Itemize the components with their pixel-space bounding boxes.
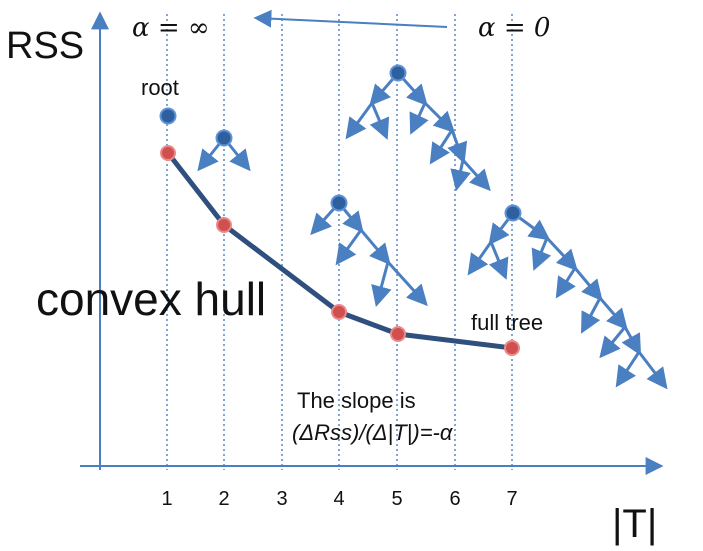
- tree-edge: [545, 236, 578, 272]
- y-axis-label: RSS: [6, 25, 84, 67]
- x-axis-label: |T|: [612, 502, 657, 546]
- convex-hull-label: convex hull: [36, 273, 266, 325]
- tree-edge: [386, 260, 428, 307]
- hull-point: [331, 304, 347, 320]
- tree-edge: [621, 326, 642, 356]
- tree-edge: [599, 326, 627, 359]
- alpha-infinity-label: α = ∞: [132, 13, 210, 43]
- tree-edge: [450, 159, 471, 192]
- hull-point: [160, 145, 176, 161]
- tree-edge: [429, 129, 454, 165]
- x-tick-label: 5: [391, 488, 402, 510]
- x-tick-label: 6: [449, 488, 460, 510]
- slope-text-line1: The slope is: [297, 388, 416, 413]
- convex-hull-points: [160, 145, 520, 356]
- tree-node: [330, 194, 348, 212]
- x-tick-labels: 1 2 3 4 5 6 7: [161, 488, 517, 510]
- tree-edge: [371, 261, 392, 308]
- tree-edge: [615, 351, 641, 388]
- tree-edge: [581, 297, 602, 334]
- hull-point: [390, 326, 406, 342]
- tree-node: [389, 64, 407, 82]
- tree-edge: [335, 229, 363, 266]
- tree-edge: [409, 102, 429, 135]
- tree-edge: [488, 241, 509, 280]
- tree-edge: [531, 237, 552, 271]
- hull-point: [504, 340, 520, 356]
- tree-edge: [461, 159, 491, 192]
- tree-edge: [637, 351, 668, 390]
- tree-edge: [555, 267, 577, 299]
- vertical-guide-lines: [166, 14, 513, 470]
- subtree-sequence: [159, 64, 668, 390]
- alpha-direction-arrow: [253, 9, 448, 28]
- root-label: root: [141, 75, 179, 100]
- x-tick-label: 4: [333, 488, 344, 510]
- tree-edge: [345, 102, 374, 140]
- tree-edge: [369, 102, 390, 140]
- x-tick-label: 2: [218, 488, 229, 510]
- full-tree-label: full tree: [471, 310, 543, 335]
- tree-edge: [467, 241, 493, 276]
- alpha-zero-label: α = 0: [478, 13, 550, 43]
- hull-point: [216, 217, 232, 233]
- tree-edge: [359, 229, 391, 266]
- tree-edge: [598, 297, 628, 331]
- x-tick-label: 3: [276, 488, 287, 510]
- tree-node: [159, 107, 177, 125]
- tree-node: [215, 129, 233, 147]
- x-tick-label: 7: [506, 488, 517, 510]
- tree-node: [504, 204, 522, 222]
- slope-text-line2: (ΔRss)/(Δ|T|)=-α: [292, 420, 454, 445]
- tree-edge: [447, 129, 468, 164]
- tree-edge: [423, 101, 455, 133]
- tree-edge: [573, 267, 603, 302]
- x-tick-label: 1: [161, 488, 172, 510]
